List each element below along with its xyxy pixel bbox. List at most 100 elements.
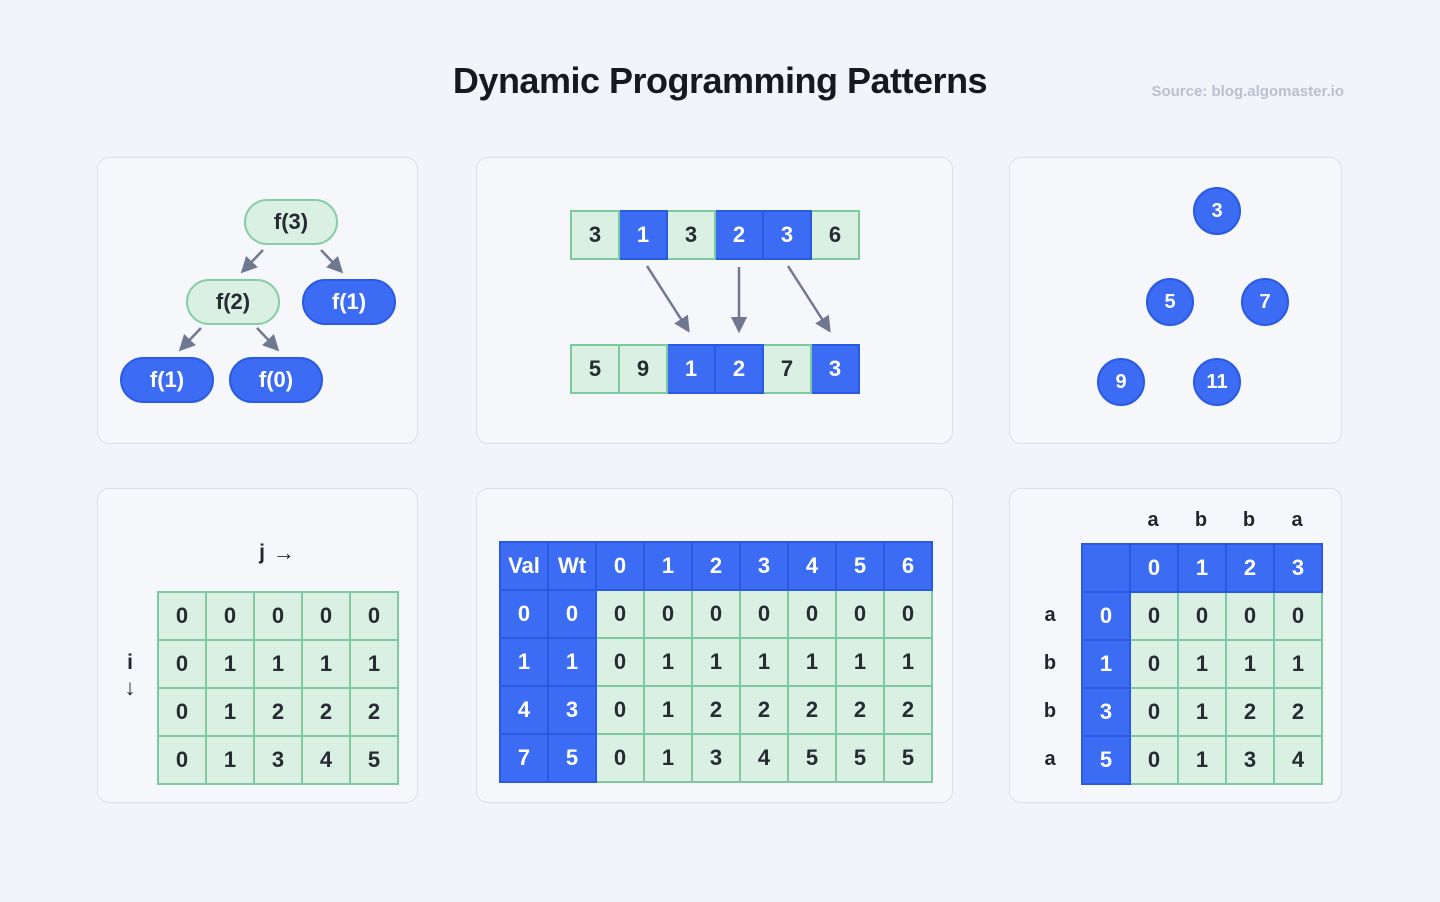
number-circle: 7 [1241,278,1289,326]
lcs-cell: 3 [1225,735,1275,785]
table-row: 0 1 1 1 1 [157,639,399,689]
lcs-cell: 0 [1177,591,1227,641]
i-axis-label: i ↓ [118,651,142,699]
tree-node-f3: f(3) [244,199,338,245]
knapsack-cell: 2 [787,685,837,735]
knapsack-cell: 0 [595,589,645,639]
bottom-array: 5 9 1 2 7 3 [570,344,860,394]
grid-cell: 0 [157,639,207,689]
grid-cell: 0 [349,591,399,641]
grid-cell: 2 [301,687,351,737]
lcs-cell: 4 [1273,735,1323,785]
grid-cell: 0 [253,591,303,641]
table-header-row: Val Wt 0 1 2 3 4 5 6 [499,541,933,591]
lcs-cell: 1 [1177,687,1227,737]
table-row: 3 1 3 2 3 6 [570,210,860,260]
column-header-capacity: 3 [739,541,789,591]
lcs-cell: 2 [1225,687,1275,737]
lcs-left-label: b [1043,652,1057,674]
grid-cell: 1 [253,639,303,689]
array-cell-highlighted: 3 [810,344,860,394]
down-arrow-icon: ↓ [124,675,136,700]
knapsack-cell: 0 [595,685,645,735]
table-row: 5 0 1 3 4 [1081,735,1323,785]
knapsack-val-cell: 0 [499,589,549,639]
knapsack-cell: 0 [883,589,933,639]
lcs-cell: 1 [1225,639,1275,689]
tree-node-f0: f(0) [229,357,323,403]
grid-cell: 1 [349,639,399,689]
grid-cell: 0 [157,687,207,737]
table-row: 0 0 0 0 0 0 0 0 0 [499,589,933,639]
grid-cell: 2 [253,687,303,737]
knapsack-cell: 2 [835,685,885,735]
column-header-capacity: 4 [787,541,837,591]
lcs-row-header: 1 [1081,639,1131,689]
knapsack-cell: 0 [835,589,885,639]
lcs-table: 0 1 2 3 0 0 0 0 0 1 0 1 1 1 3 0 1 2 2 5 [1081,543,1323,785]
top-array: 3 1 3 2 3 6 [570,210,860,260]
table-row: 0 0 0 0 0 [1081,591,1323,641]
column-header-val: Val [499,541,549,591]
knapsack-cell: 3 [691,733,741,783]
knapsack-cell: 1 [643,685,693,735]
grid-dp-table: 0 0 0 0 0 0 1 1 1 1 0 1 2 2 2 0 1 3 4 5 [157,591,399,785]
array-cell: 3 [666,210,716,260]
knapsack-cell: 0 [595,637,645,687]
lcs-top-label: a [1147,509,1159,531]
knapsack-wt-cell: 5 [547,733,597,783]
lcs-left-label: a [1044,748,1056,770]
array-cell: 6 [810,210,860,260]
table-row: 1 0 1 1 1 [1081,639,1323,689]
knapsack-cell: 1 [787,637,837,687]
table-row: 7 5 0 1 3 4 5 5 5 [499,733,933,783]
lcs-cell: 0 [1225,591,1275,641]
tree-node-f2: f(2) [186,279,280,325]
number-circle: 5 [1146,278,1194,326]
panel-number-circles: 3 5 7 9 11 [1009,157,1342,444]
knapsack-cell: 1 [739,637,789,687]
table-row: 0 1 3 4 5 [157,735,399,785]
table-header-row: 0 1 2 3 [1081,543,1323,593]
lcs-cell: 2 [1273,687,1323,737]
lcs-cell: 0 [1129,687,1179,737]
lcs-cell: 0 [1129,591,1179,641]
knapsack-cell: 0 [691,589,741,639]
knapsack-cell: 1 [643,733,693,783]
page-title: Dynamic Programming Patterns [452,60,988,101]
knapsack-cell: 5 [787,733,837,783]
lcs-row-header: 0 [1081,591,1131,641]
panel-recursion-tree: f(3) f(2) f(1) f(1) f(0) [97,157,418,444]
lcs-top-label: b [1194,509,1208,531]
knapsack-cell: 5 [835,733,885,783]
array-cell: 3 [570,210,620,260]
table-row: 0 0 0 0 0 [157,591,399,641]
table-row: 0 1 2 2 2 [157,687,399,737]
array-cell-highlighted: 1 [666,344,716,394]
grid-cell: 1 [205,639,255,689]
i-label: i [127,651,133,674]
knapsack-val-cell: 7 [499,733,549,783]
knapsack-val-cell: 4 [499,685,549,735]
knapsack-cell: 0 [739,589,789,639]
lcs-column-header: 1 [1177,543,1227,593]
array-cell-highlighted: 2 [714,210,764,260]
grid-cell: 1 [205,735,255,785]
knapsack-table: Val Wt 0 1 2 3 4 5 6 0 0 0 0 0 0 0 0 0 1… [499,541,933,783]
table-row: 3 0 1 2 2 [1081,687,1323,737]
lcs-column-header: 3 [1273,543,1323,593]
lcs-cell: 1 [1177,639,1227,689]
right-arrow-icon: → [272,540,295,565]
number-circle: 3 [1193,187,1241,235]
grid-cell: 3 [253,735,303,785]
knapsack-cell: 0 [643,589,693,639]
lcs-cell: 1 [1273,639,1323,689]
column-header-capacity: 5 [835,541,885,591]
lcs-row-header: 5 [1081,735,1131,785]
knapsack-cell: 0 [787,589,837,639]
knapsack-wt-cell: 3 [547,685,597,735]
knapsack-cell: 2 [883,685,933,735]
grid-cell: 1 [205,687,255,737]
array-cell-highlighted: 3 [762,210,812,260]
knapsack-cell: 1 [643,637,693,687]
